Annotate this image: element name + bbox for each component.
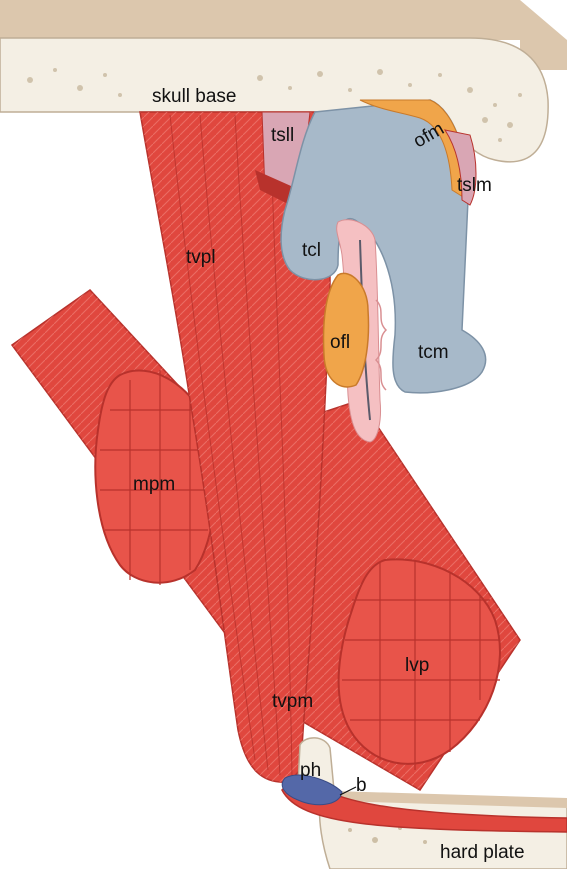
label-tslm: tslm <box>457 175 492 196</box>
label-skull-base: skull base <box>152 86 237 107</box>
label-tcm: tcm <box>418 342 449 363</box>
label-tvpl: tvpl <box>186 247 216 268</box>
label-tcl: tcl <box>302 240 321 261</box>
label-lvp: lvp <box>405 655 429 676</box>
label-ofl: ofl <box>330 332 350 353</box>
label-tsll: tsll <box>271 125 294 146</box>
label-tvpm: tvpm <box>272 691 313 712</box>
label-hard-plate: hard plate <box>440 842 525 863</box>
label-ph: ph <box>300 760 321 781</box>
ofl-fat-pad <box>324 273 369 387</box>
label-mpm: mpm <box>133 474 175 495</box>
label-b: b <box>356 775 367 796</box>
